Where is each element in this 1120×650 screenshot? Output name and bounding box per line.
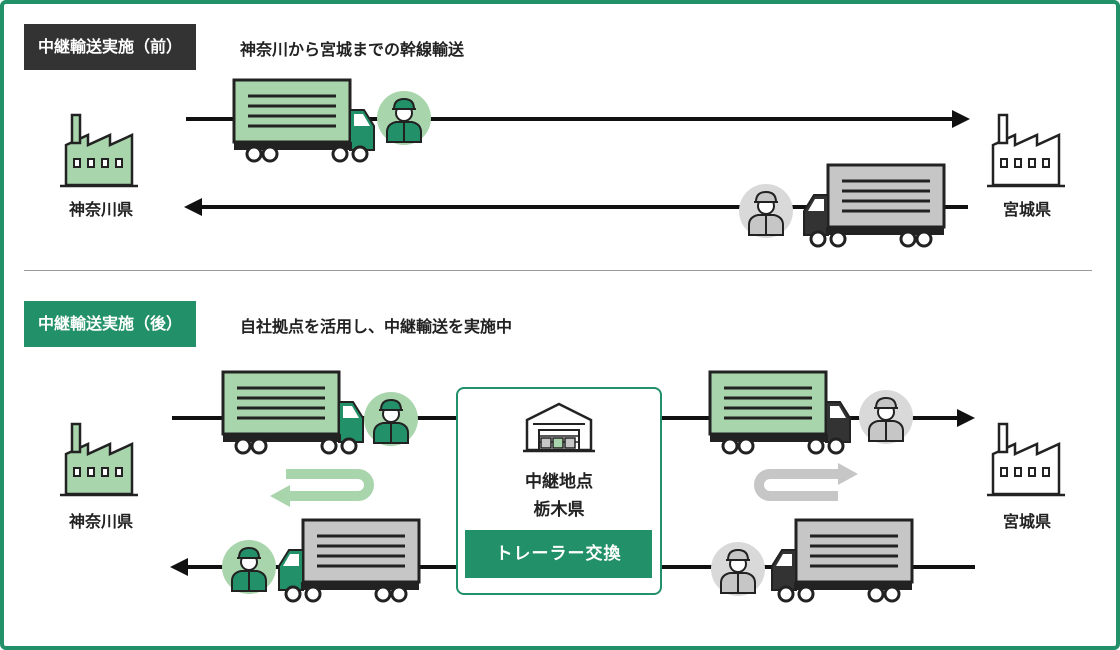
uturn-arrow-green-icon	[270, 469, 374, 507]
trailer-exchange-label: トレーラー交換	[465, 530, 652, 578]
truck-green-return-after	[277, 518, 421, 603]
origin-label-before: 神奈川県	[68, 200, 133, 219]
factory-icon-origin-after	[58, 422, 140, 497]
truck-gray-return	[802, 163, 946, 248]
return-arrowhead	[184, 198, 202, 216]
after-description: 自社拠点を活用し、中継輸送を実施中	[240, 317, 513, 336]
truck-dark-outbound-after	[708, 370, 852, 455]
factory-icon-destination-after	[985, 422, 1067, 497]
relay-point-title: 中継地点	[525, 472, 593, 492]
before-description: 神奈川から宮城までの幹線輸送	[240, 40, 465, 59]
uturn-arrow-gray-icon	[754, 463, 858, 501]
destination-label-after: 宮城県	[1002, 512, 1051, 531]
driver-green-icon-top	[363, 391, 419, 447]
origin-label-after: 神奈川県	[68, 512, 133, 531]
section-divider	[24, 270, 1092, 271]
driver-gray-icon-bottom	[710, 541, 766, 597]
driver-gray-icon-top	[858, 389, 914, 445]
before-label: 中継輸送実施（前）	[24, 24, 197, 70]
driver-gray-icon	[738, 183, 794, 239]
destination-label-before: 宮城県	[1002, 200, 1051, 219]
warehouse-icon	[523, 402, 595, 453]
factory-icon-destination	[985, 113, 1067, 188]
relay-point-location: 栃木県	[533, 500, 585, 520]
factory-icon-origin	[58, 113, 140, 188]
truck-dark-return-after	[770, 518, 914, 603]
driver-green-icon	[376, 90, 432, 146]
after-label: 中継輸送実施（後）	[24, 301, 197, 347]
outbound-arrowhead-after	[957, 409, 975, 427]
outbound-arrowhead	[952, 110, 970, 128]
truck-green-outbound	[232, 78, 376, 163]
truck-green-outbound-after	[221, 370, 365, 455]
driver-green-icon-bottom	[221, 539, 277, 595]
return-arrowhead-after	[170, 558, 188, 576]
